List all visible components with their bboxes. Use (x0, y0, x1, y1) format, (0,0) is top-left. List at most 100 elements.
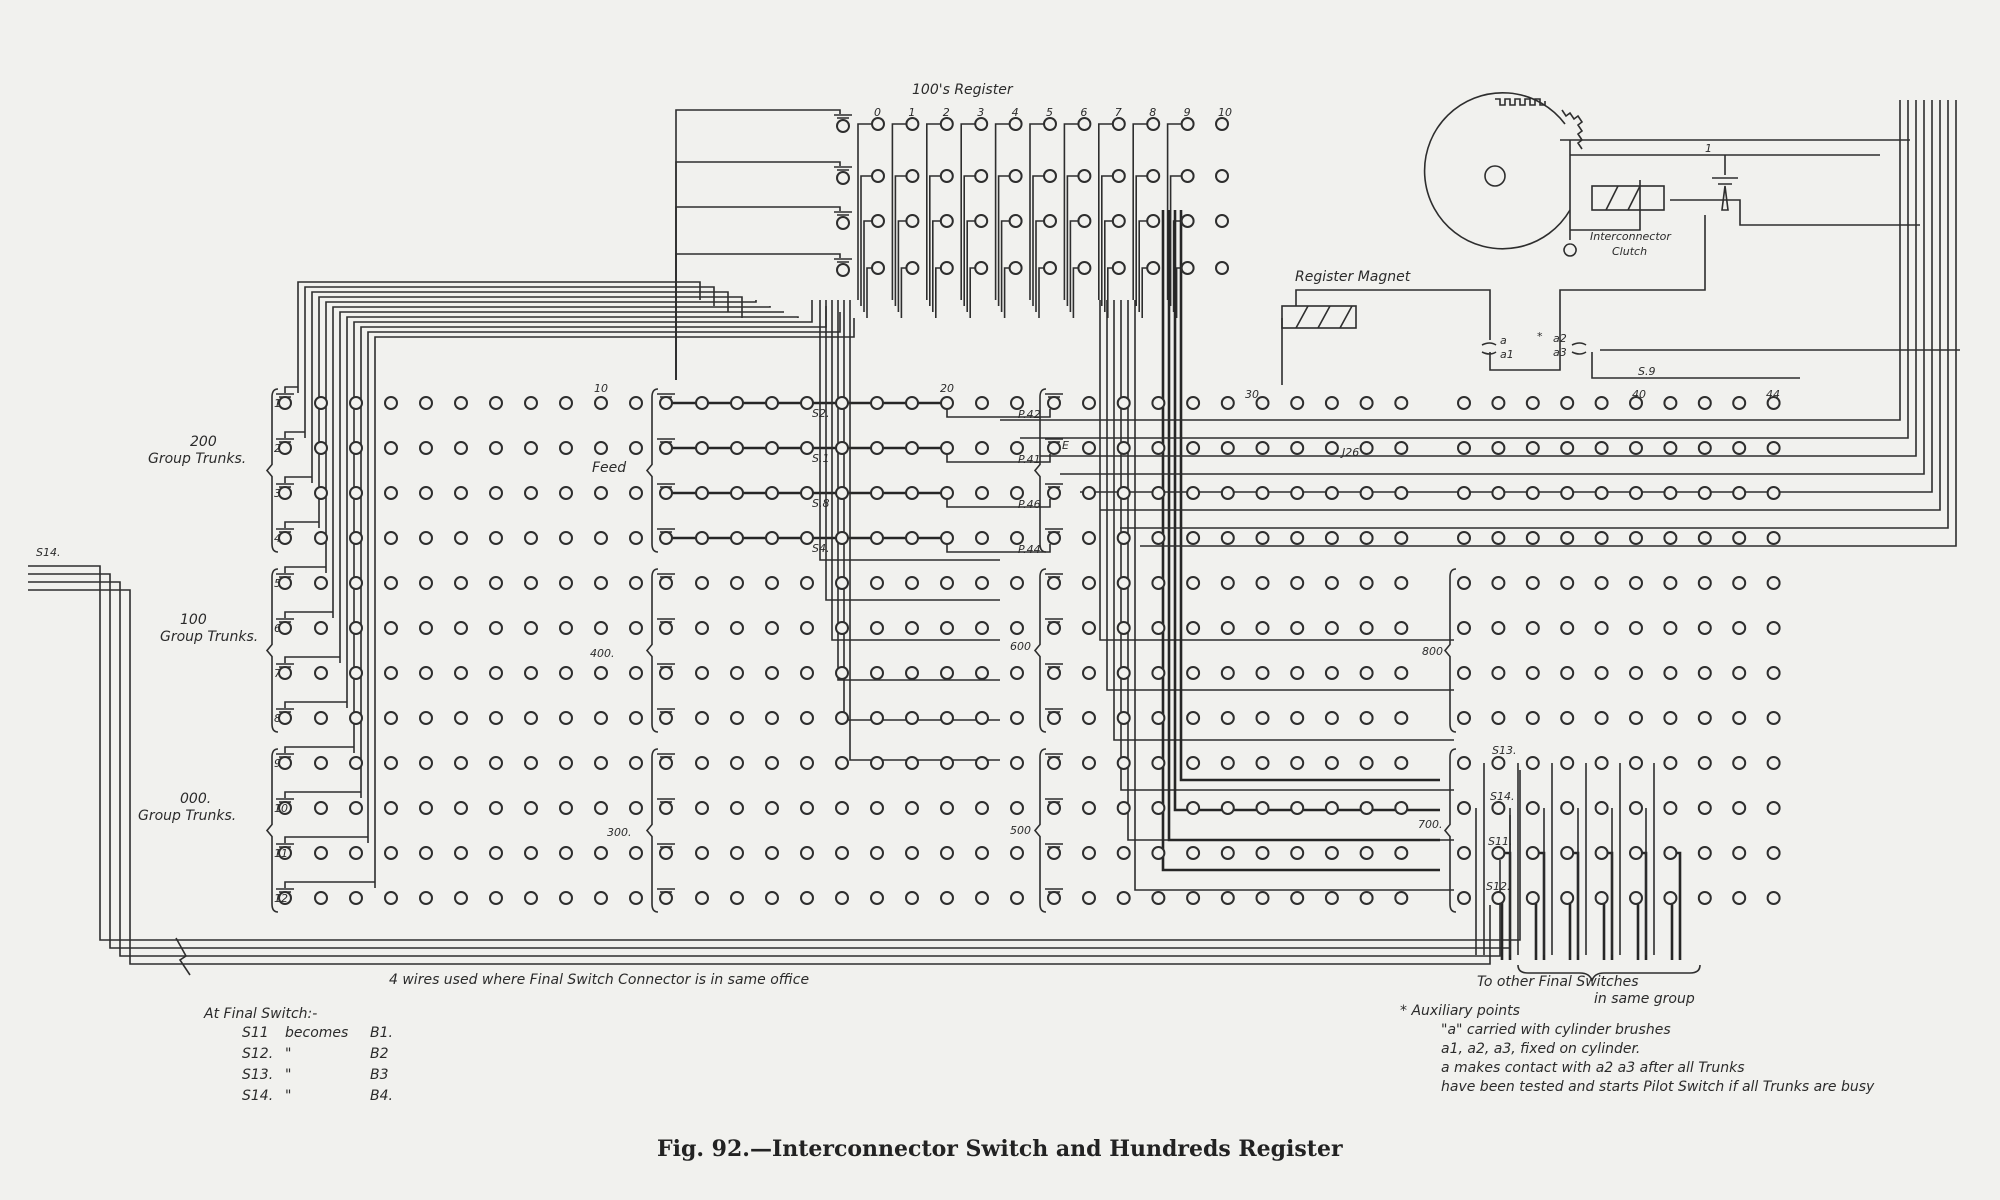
pin (800, 756, 814, 770)
battery-icon (1712, 155, 1738, 211)
wire (843, 300, 1000, 721)
pin (765, 576, 779, 590)
pin (1220, 756, 1235, 770)
to-other-final-switches: To other Final Switches (1477, 974, 1639, 990)
pin (1116, 801, 1131, 815)
pin (730, 441, 744, 455)
pin (1457, 666, 1471, 680)
pin (1560, 711, 1575, 725)
wire (1029, 123, 1044, 300)
pin (940, 756, 954, 770)
pin (975, 486, 989, 500)
p-row-label: P.42 (1018, 408, 1041, 421)
pin (835, 486, 849, 500)
terminal-pin (659, 846, 673, 860)
wire (1063, 123, 1079, 300)
label-e: E (1062, 439, 1069, 452)
pin (1359, 666, 1374, 680)
wire (849, 300, 1000, 761)
pin (800, 576, 814, 590)
pin (940, 441, 954, 455)
wire (1106, 300, 1454, 691)
pin (349, 621, 363, 635)
pin (384, 486, 398, 500)
group-100-label: Group Trunks. (160, 629, 258, 645)
register-terminal (834, 211, 852, 216)
pin (1766, 396, 1781, 410)
wire (1166, 123, 1182, 300)
pin (629, 891, 643, 905)
register-pin (1008, 117, 1023, 131)
pin (940, 576, 954, 590)
wire (1101, 175, 1113, 306)
pin (1186, 666, 1201, 680)
pin (1010, 711, 1024, 725)
pin (1560, 486, 1575, 500)
pin (314, 576, 328, 590)
pin (1629, 621, 1643, 635)
pin (524, 486, 538, 500)
pin (594, 801, 608, 815)
pin (1255, 531, 1270, 545)
pin (870, 486, 884, 500)
pin (1151, 711, 1166, 725)
pin (1525, 711, 1540, 725)
register-pin (1111, 117, 1126, 131)
pin (1324, 396, 1339, 410)
wire (1135, 175, 1148, 306)
auxiliary-star: * (1537, 330, 1543, 343)
register-pin (1043, 214, 1057, 228)
terminal-pin (659, 531, 673, 545)
pin (1116, 711, 1131, 725)
auxiliary-line: have been tested and starts Pilot Switch… (1441, 1079, 1875, 1095)
pin (1394, 576, 1409, 590)
pin (1186, 621, 1201, 635)
pin (1324, 711, 1339, 725)
pin (1732, 666, 1747, 680)
wire (1098, 123, 1113, 300)
pin (1186, 846, 1201, 860)
pin (1394, 486, 1409, 500)
pin (559, 846, 573, 860)
register-column-label: 10 (1218, 106, 1232, 119)
pin (1525, 846, 1540, 860)
terminal-pin (278, 531, 292, 545)
s-row-label: S.8 (812, 497, 829, 510)
register-pin (905, 214, 920, 228)
left-bundle-label: S14. (36, 546, 60, 559)
pin (559, 666, 573, 680)
wire (332, 306, 771, 618)
pin (1457, 846, 1471, 860)
pin (870, 531, 884, 545)
terminal-pin (278, 576, 292, 590)
auxiliary-line: a1, a2, a3, fixed on cylinder. (1441, 1041, 1640, 1057)
terminal-pins (276, 114, 1781, 905)
pin (1116, 396, 1131, 410)
pin (905, 711, 919, 725)
pin (765, 396, 779, 410)
pin (1629, 891, 1643, 905)
register-pin (1215, 169, 1229, 183)
pin (1290, 891, 1305, 905)
register-terminal (834, 258, 852, 263)
pin (629, 621, 643, 635)
pin (800, 891, 814, 905)
pin (384, 396, 398, 410)
wire (1670, 199, 1920, 226)
pin (975, 711, 989, 725)
pin (524, 531, 538, 545)
wire (900, 267, 907, 318)
pin (695, 486, 709, 500)
mapping-from: S11 (242, 1025, 269, 1041)
pin (1116, 531, 1131, 545)
terminal-pin (659, 621, 673, 635)
pin (870, 711, 884, 725)
pin (695, 576, 709, 590)
pin (1010, 621, 1024, 635)
auxiliary-contacts (1481, 342, 1587, 355)
pin (1525, 441, 1540, 455)
pin (454, 486, 468, 500)
wire (1060, 100, 1925, 475)
figure-caption: Fig. 92.—Interconnector Switch and Hundr… (657, 1136, 1343, 1162)
pin (730, 486, 744, 500)
